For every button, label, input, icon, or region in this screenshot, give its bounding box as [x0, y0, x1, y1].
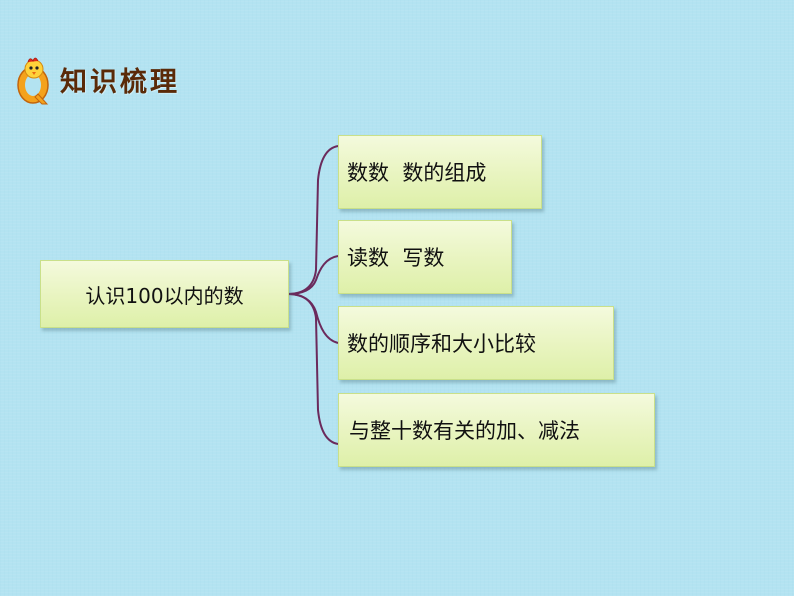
connector-branch-2	[287, 255, 339, 295]
connector-branch-3	[287, 293, 339, 344]
connector-branch-1	[287, 145, 339, 295]
page-title: 知识梳理	[60, 67, 180, 98]
mindmap-root-node: 认识100以内的数	[40, 260, 289, 328]
mindmap-branch-2: 读数 写数	[338, 220, 512, 294]
connector-branch-4	[287, 293, 339, 445]
chick-q-icon	[17, 57, 49, 105]
mindmap-branch-3: 数的顺序和大小比较	[338, 306, 614, 380]
mindmap-branch-4: 与整十数有关的加、减法	[338, 393, 655, 467]
mindmap-branch-1: 数数 数的组成	[338, 135, 542, 209]
